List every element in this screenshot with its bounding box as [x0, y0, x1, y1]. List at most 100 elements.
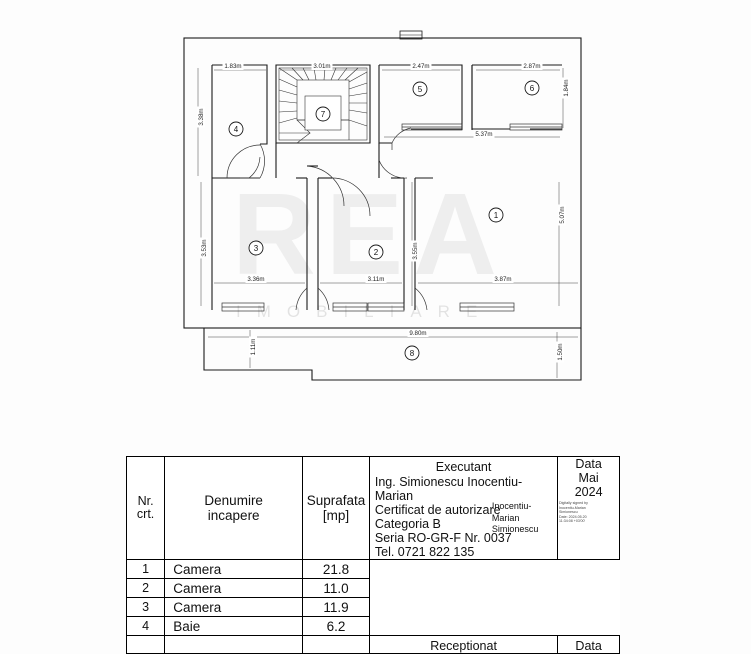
dimension-label: 3.53m: [200, 237, 208, 259]
dimension-text: 5.07m: [559, 206, 566, 223]
signature-name-line3: Simionescu: [491, 524, 539, 534]
digital-signature-line2: Inocentiu-Marian: [559, 505, 586, 510]
cell-denumire: Baie: [164, 616, 304, 636]
room-marker-circle: [488, 207, 504, 223]
cell-suprafata: 6.2: [302, 616, 370, 636]
dimension-text-backdrop: [365, 275, 387, 283]
table-header-row: Nr. crt. Denumire incapere Suprafata [mp…: [125, 456, 620, 560]
floor-plan-drawing: 1.83m 3.38m 3.01m 2.47m 2.87m 1.84m 5.37m 3.53m…: [183, 30, 582, 381]
room-number-text: 1: [494, 211, 499, 220]
room-number-markers: 1 2 3 4 5 6 7 8: [228, 80, 540, 361]
data-month: Mai: [578, 471, 599, 485]
room-marker-5: 5: [412, 81, 428, 97]
dimension-text: 3.01m: [313, 63, 330, 70]
executant-line4: Tel. 0721 822 135: [374, 545, 475, 559]
windows: [221, 123, 563, 312]
dimension-label: 3.11m: [365, 275, 387, 283]
room-number-text: 8: [410, 349, 415, 358]
dimension-text: 2.47m: [412, 63, 429, 70]
signature-name-line2: Marian: [491, 512, 520, 523]
dimension-text-backdrop: [249, 336, 257, 358]
data-year: 2024: [574, 485, 603, 499]
dimension-text-backdrop: [556, 341, 564, 363]
header-denumire: Denumire incapere: [164, 456, 304, 560]
dimension-label: 1.50m: [556, 341, 564, 363]
room-number-text: 3: [254, 244, 259, 253]
dimension-text: 3.38m: [198, 108, 205, 125]
dimension-text: 3.87m: [494, 276, 511, 283]
digital-signature-line4: Date: 2024.05.20: [559, 514, 587, 519]
room-number-text: 2: [374, 248, 379, 257]
header-den-line1: Denumire: [204, 493, 263, 508]
room-marker-circle: [412, 81, 428, 97]
dimension-labels: 1.83m 3.38m 3.01m 2.47m 2.87m 1.84m 5.37m 3.53m…: [197, 62, 570, 363]
data-title: Data: [575, 457, 602, 471]
dimension-text-backdrop: [197, 106, 205, 128]
dimension-label: 3.36m: [245, 275, 267, 283]
room-marker-circle: [315, 106, 331, 122]
room-marker-4: 4: [228, 121, 244, 137]
dimension-label: 5.37m: [473, 130, 495, 138]
executant-line2: Certificat de autorizare Categoria B: [374, 503, 501, 531]
dimension-label: 2.87m: [521, 62, 543, 70]
receptionat-label: Receptionat: [368, 635, 559, 654]
header-nr-line1: Nr.: [137, 494, 154, 508]
dimension-text: 3.53m: [201, 239, 208, 256]
dimension-text: 1.50m: [557, 343, 564, 360]
executant-line1: Ing. Simionescu Inocentiu-Marian: [374, 475, 523, 503]
executant-title: Executant: [435, 460, 492, 474]
dimension-text-backdrop: [492, 275, 514, 283]
header-sup-line1: Suprafata: [306, 493, 366, 508]
cell-suprafata: 11.0: [302, 578, 370, 598]
dimension-text-backdrop: [311, 62, 333, 70]
room-marker-6: 6: [524, 80, 540, 96]
header-nr: Nr. crt.: [125, 456, 166, 560]
outer-walls: [183, 30, 582, 329]
receptionat-data-label: Data: [557, 635, 620, 654]
dimension-text: 1.11m: [250, 339, 257, 356]
room-marker-1: 1: [488, 207, 504, 223]
room-number-text: 6: [530, 84, 535, 93]
interior-walls: [211, 64, 562, 310]
receptionat-spacer-den: [164, 635, 304, 654]
dimension-text: 1.83m: [224, 63, 241, 70]
dimension-text: 9.80m: [409, 330, 426, 337]
floor-plan-page: REA IMOBILIARE: [125, 30, 620, 654]
digital-signature-line5: 11:34:08 +03'00': [559, 519, 586, 524]
room-number-text: 4: [234, 125, 239, 134]
dimension-text: 5.37m: [475, 131, 492, 138]
executant-cell: Executant Ing. Simionescu Inocentiu-Mari…: [368, 456, 559, 560]
cell-nr: 1: [125, 559, 166, 579]
digital-signature-block: Digitally signed by Inocentiu-Marian Sim…: [559, 501, 617, 524]
dimension-label: 3.55m: [411, 240, 419, 262]
dimension-text: 1.84m: [563, 79, 570, 96]
dimension-text: 2.87m: [523, 63, 540, 70]
header-den-line2: incapere: [207, 508, 260, 523]
dimension-label: 5.07m: [558, 204, 566, 226]
dimension-text-backdrop: [562, 77, 570, 99]
dimension-text-backdrop: [222, 62, 244, 70]
cell-nr: 3: [125, 597, 166, 617]
dimension-label: 3.38m: [197, 106, 205, 128]
room-marker-7: 7: [315, 106, 331, 122]
stair-landing: [304, 95, 342, 131]
dimension-text-backdrop: [410, 62, 432, 70]
dimension-label: 1.11m: [249, 336, 257, 358]
dimension-label: 9.80m: [407, 329, 429, 337]
room-number-text: 7: [321, 110, 326, 119]
room-marker-2: 2: [368, 244, 384, 260]
dimension-text: 3.55m: [412, 242, 419, 259]
room-number-text: 5: [418, 85, 423, 94]
dimension-text-backdrop: [245, 275, 267, 283]
receptionat-spacer-sup: [302, 635, 370, 654]
room-marker-circle: [404, 345, 420, 361]
header-suprafata: Suprafata [mp]: [302, 456, 370, 560]
cell-denumire: Camera: [164, 597, 304, 617]
signature-name-line1: Inocentiu-: [491, 501, 532, 511]
dimension-text-backdrop: [558, 204, 566, 226]
dimension-text: 3.36m: [247, 276, 264, 283]
